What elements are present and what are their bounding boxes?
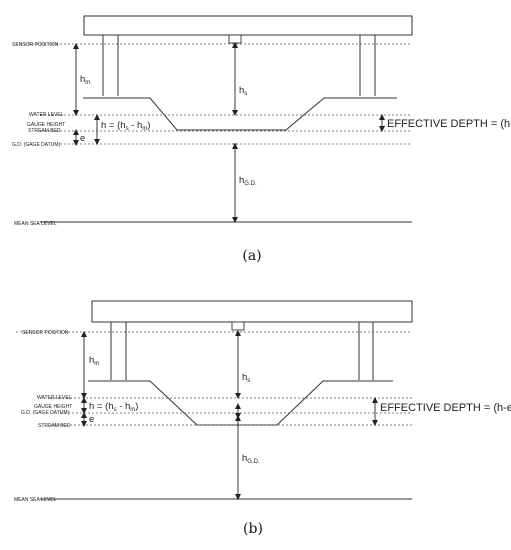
e-label: e	[80, 133, 85, 144]
label-mean-sea-level: MEAN SEA LEVEL	[14, 221, 57, 227]
caption-b: (b)	[243, 521, 263, 537]
label-gage-datum: G.D. (GAGE DATUM)	[21, 410, 70, 416]
label-gauge-height: GAUGE HEIGHT	[34, 404, 72, 410]
caption-a: (a)	[242, 248, 261, 264]
left-pier	[102, 35, 119, 96]
hs-label: hs	[239, 85, 247, 97]
bridge-deck	[91, 300, 413, 323]
label-water-level: WATER LEVEL	[37, 395, 72, 401]
hs-label: hs	[242, 372, 250, 384]
diagram-b: SENSOR POSITION WATER LEVEL GAUGE HEIGHT…	[14, 300, 511, 537]
label-water-level: WATER LEVEL	[29, 112, 64, 118]
label-gage-datum: G.D. (GAGE DATUM)	[12, 142, 61, 148]
hm-label: hm	[80, 74, 90, 86]
label-mean-sea-level: MEAN SEA LEVEL	[14, 497, 57, 503]
diagram-a: SENSOR POSITION WATER LEVEL GAUGE HEIGHT…	[12, 15, 511, 264]
left-pier	[110, 322, 127, 380]
hgd-label: hG.D.	[242, 453, 260, 465]
right-pier	[358, 322, 374, 380]
sensor-box	[231, 321, 245, 331]
channel-profile	[88, 380, 393, 426]
label-stream-bed: STREAM BED	[38, 423, 71, 429]
effective-depth-label: EFFECTIVE DEPTH = (h-e)	[380, 402, 511, 414]
sensor-box	[228, 34, 242, 44]
label-sensor-position: SENSOR POSITION	[22, 330, 69, 336]
label-gauge-height: GAUGE HEIGHT	[27, 122, 65, 128]
effective-depth-label: EFFECTIVE DEPTH = (h-e)	[387, 118, 511, 130]
channel-profile	[83, 97, 397, 131]
hgd-label: hG.D.	[239, 175, 257, 187]
bridge-deck	[83, 15, 413, 36]
right-pier	[359, 35, 376, 96]
hm-label: hm	[89, 355, 99, 367]
label-stream-bed: STREAM BED	[28, 128, 61, 134]
h-formula-label: h = (hs - hm)	[89, 401, 138, 413]
label-sensor-position: SENSOR POSITION	[12, 42, 59, 48]
e-label: e	[89, 414, 94, 425]
h-formula-label: h = (hs - hm)	[101, 120, 150, 132]
